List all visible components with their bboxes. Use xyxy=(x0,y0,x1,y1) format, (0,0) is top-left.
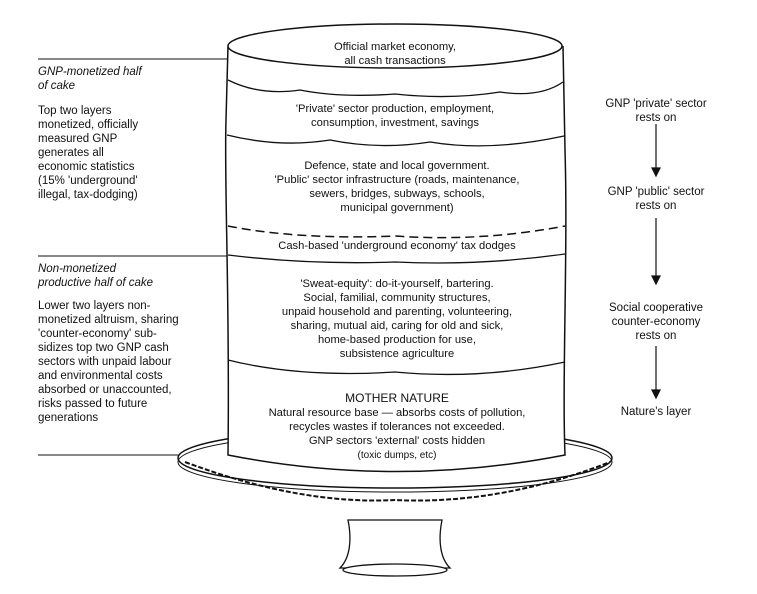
layer-public-sector: Defence, state and local government. 'Pu… xyxy=(274,160,520,214)
layer-private-sector: 'Private' sector production, employment,… xyxy=(295,103,495,129)
layer-mother-nature-title: MOTHER NATURE xyxy=(345,391,449,405)
right-private-rests: GNP 'private' sector rests on xyxy=(605,98,707,124)
layer-official-market: Official market economy, all cash transa… xyxy=(333,41,457,67)
right-public-rests: GNP 'public' sector rests on xyxy=(607,186,705,212)
layer-sweat-equity: 'Sweat-equity': do-it-yourself, barterin… xyxy=(281,278,513,360)
right-nature-layer: Nature's layer xyxy=(620,406,692,418)
cake-top xyxy=(227,23,563,69)
right-social-rests: Social cooperative counter-economy rests… xyxy=(609,302,703,342)
monetized-heading: GNP-monetized half of cake xyxy=(38,66,142,92)
layer-mother-nature-note: (toxic dumps, etc) xyxy=(357,450,437,461)
nonmonetized-description: Lower two layers non- monetized altruism… xyxy=(38,300,179,424)
nonmonetized-heading: Non-monetized productive half of cake xyxy=(38,263,154,289)
layer-mother-nature-text: Natural resource base — absorbs costs of… xyxy=(268,407,526,447)
cake-body xyxy=(224,23,567,473)
flow-arrows xyxy=(651,124,661,400)
monetized-description: Top two layers monetized, officially mea… xyxy=(38,105,139,201)
layer-underground-economy: Cash-based 'underground economy' tax dod… xyxy=(278,240,516,252)
